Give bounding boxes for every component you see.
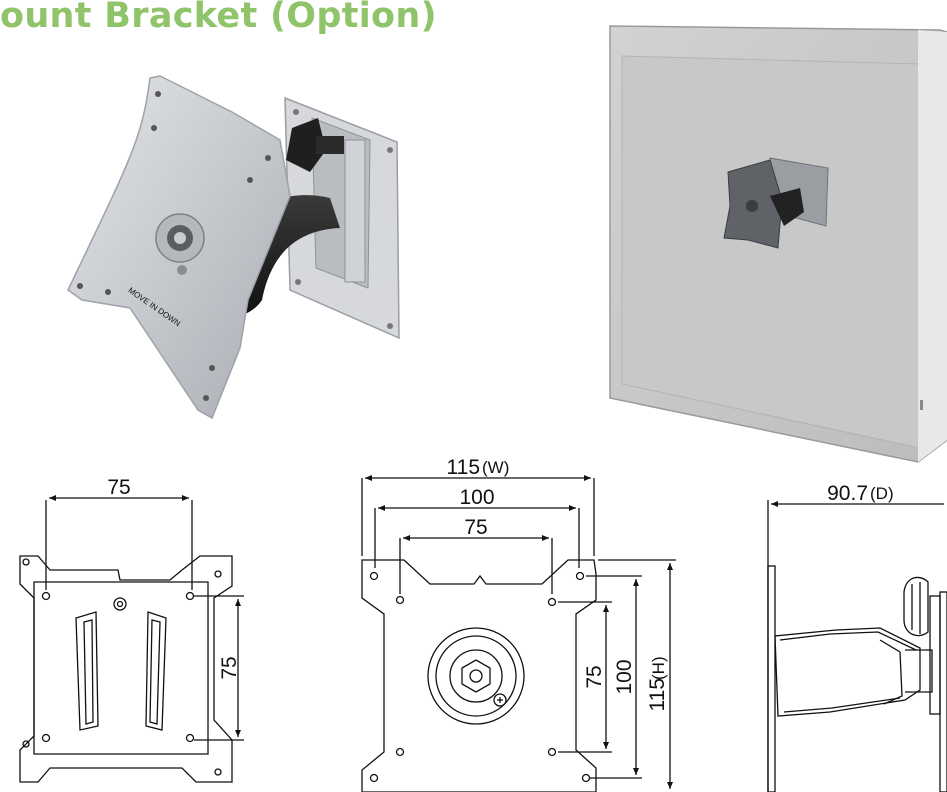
dimension-unit: (W) <box>482 458 509 477</box>
dimension-label: 100 <box>459 486 494 509</box>
dimension-label: 115 <box>646 678 669 711</box>
dimension-label: 75 <box>107 476 130 499</box>
side-view-drawing <box>767 500 947 792</box>
monitor-photo <box>609 25 947 463</box>
front-view-drawing <box>361 478 676 792</box>
dimension-label: 75 <box>218 656 241 679</box>
bracket-photo: MOVE IN DOWN <box>67 75 400 420</box>
dimension-label: 115 <box>447 456 480 479</box>
page-title: ount Bracket (Option) <box>0 0 437 36</box>
dimension-label: 75 <box>583 665 606 688</box>
dimension-label: 75 <box>464 516 487 539</box>
dimension-unit: (D) <box>870 484 894 503</box>
dimension-label: 90.7 <box>827 482 868 505</box>
dimension-label: 100 <box>613 659 636 694</box>
dimension-unit: (H) <box>649 656 668 680</box>
back-view-drawing <box>19 500 244 783</box>
knob-icon <box>286 118 326 172</box>
